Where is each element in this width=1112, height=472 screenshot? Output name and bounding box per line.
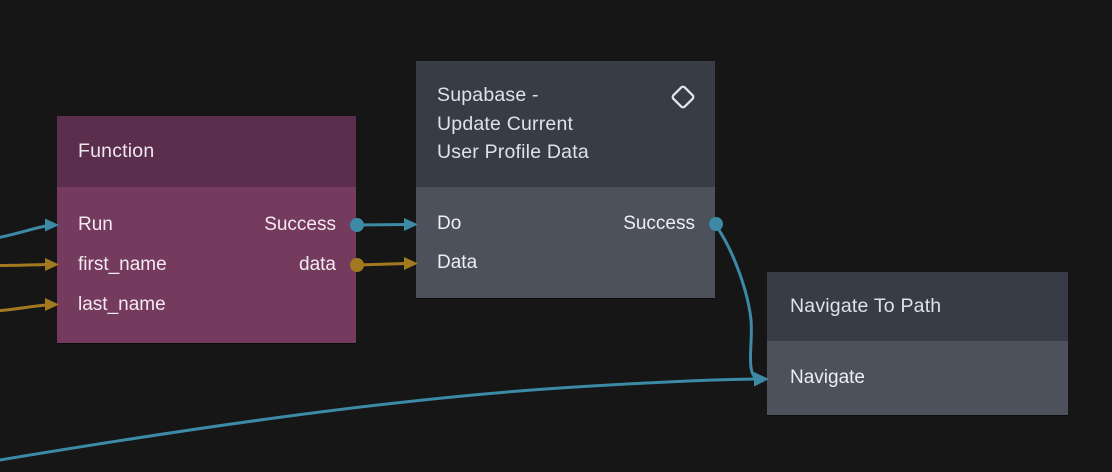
- node-function-body: Run first_name last_name Success data: [57, 187, 356, 343]
- node-navigate-body: Navigate: [767, 341, 1068, 415]
- wire-success-to-do[interactable]: [355, 223, 408, 227]
- wire-long-to-navigate[interactable]: [0, 377, 758, 462]
- node-supabase-title: Supabase - Update Current User Profile D…: [437, 84, 589, 163]
- wire-to-run[interactable]: [0, 224, 48, 239]
- wire-success-to-navigate[interactable]: [715, 225, 758, 380]
- port-input-last-name[interactable]: last_name: [78, 294, 166, 315]
- port-input-run[interactable]: Run: [78, 214, 113, 235]
- node-navigate-to-path[interactable]: Navigate To Path Navigate: [767, 272, 1068, 415]
- port-input-first-name[interactable]: first_name: [78, 254, 167, 275]
- port-input-data[interactable]: Data: [437, 252, 478, 273]
- port-output-success[interactable]: Success: [623, 213, 695, 234]
- wire-data-to-data[interactable]: [355, 262, 408, 267]
- diamond-icon: [671, 85, 695, 109]
- node-navigate-header[interactable]: Navigate To Path: [767, 272, 1068, 341]
- node-function-header[interactable]: Function: [57, 116, 356, 187]
- node-navigate-title: Navigate To Path: [790, 295, 942, 317]
- node-supabase-header[interactable]: Supabase - Update Current User Profile D…: [416, 61, 715, 187]
- wire-to-last-name[interactable]: [0, 303, 48, 313]
- node-function-title: Function: [78, 140, 155, 162]
- wire-to-first-name[interactable]: [0, 263, 48, 267]
- port-output-success[interactable]: Success: [264, 214, 336, 235]
- node-function[interactable]: Function Run first_name last_name Succes…: [57, 116, 356, 343]
- node-supabase-body: Do Data Success: [416, 187, 715, 298]
- port-input-navigate[interactable]: Navigate: [790, 367, 865, 388]
- port-output-data[interactable]: data: [299, 254, 336, 275]
- node-supabase-update-profile[interactable]: Supabase - Update Current User Profile D…: [416, 61, 715, 298]
- port-input-do[interactable]: Do: [437, 213, 462, 234]
